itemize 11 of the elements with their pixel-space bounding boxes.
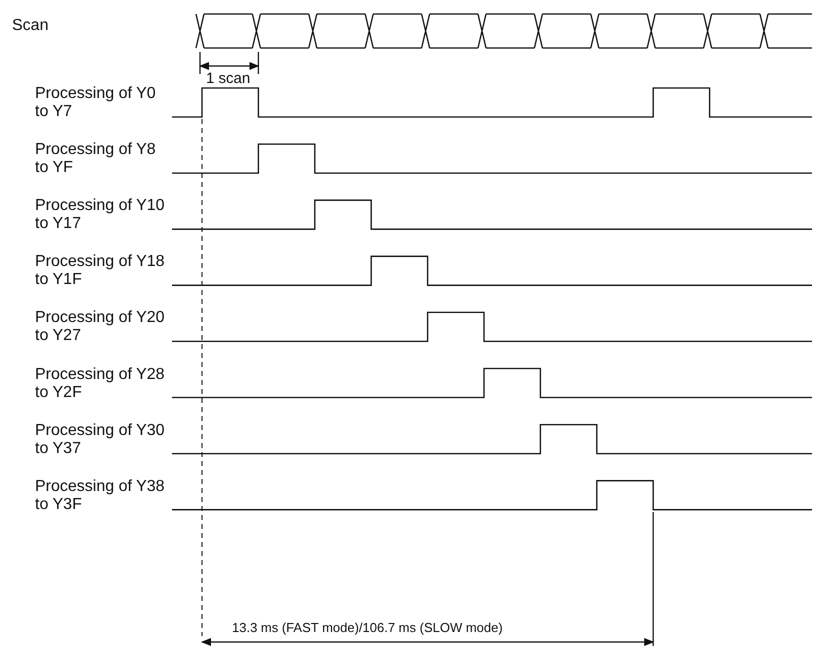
signal-name: Processing of Y0 to Y7 (35, 85, 157, 121)
dimension-label: 13.3 ms (FAST mode)/106.7 ms (SLOW mode) (232, 620, 503, 635)
signal-name: Processing of Y20 to Y27 (35, 309, 166, 346)
signal-name: Processing of Y28 to Y2F (35, 366, 166, 402)
signal-name: Processing of Y18 to Y1F (35, 253, 166, 290)
signal-name: Processing of Y10 to Y17 (35, 197, 166, 234)
signal-name: Processing of Y8 to YF (35, 141, 157, 178)
dimension-label: 1 scan (206, 71, 250, 87)
signal-name: Processing of Y38 to Y3F (35, 478, 166, 514)
signal-name: Scan (12, 17, 48, 35)
signal-name: Processing of Y30 to Y37 (35, 422, 166, 458)
